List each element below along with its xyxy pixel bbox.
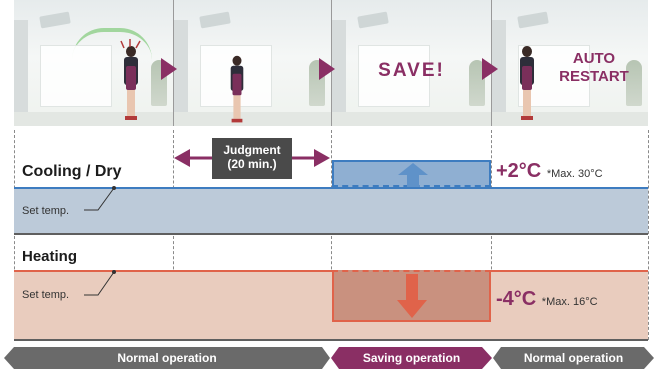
cooling-set-temp-label: Set temp.: [22, 205, 70, 217]
status-saving-label: Saving operation: [362, 351, 461, 365]
person-walking-icon: [229, 55, 245, 124]
wall: [332, 20, 346, 116]
status-normal-1: Normal operation: [4, 347, 330, 369]
flow-arrow-icon: [482, 58, 498, 80]
scene-panel-4: AUTO RESTART: [492, 0, 648, 126]
judgment-label: Judgment: [223, 143, 281, 157]
timeline-divider: [491, 130, 492, 340]
heating-delta: -4°C *Max. 16°C: [496, 288, 598, 311]
floor: [492, 112, 648, 126]
plant-icon: [626, 60, 642, 106]
wall: [492, 20, 506, 116]
set-temp-leader: [84, 186, 116, 211]
heating-max-note: *Max. 16°C: [541, 296, 598, 308]
status-normal-2-label: Normal operation: [523, 351, 624, 365]
arrow-up-icon: [398, 163, 428, 187]
scene-panel-3: SAVE!: [332, 0, 491, 126]
window: [40, 45, 112, 107]
air-conditioner-icon: [517, 11, 549, 29]
flow-arrow-icon: [319, 58, 335, 80]
judgment-box: Judgment (20 min.): [212, 138, 292, 179]
timeline-divider: [14, 130, 15, 340]
scene-panel-1: [14, 0, 173, 126]
save-text: SAVE!: [378, 60, 445, 81]
alert-marks-icon: [120, 39, 141, 49]
status-normal-2: Normal operation: [493, 347, 654, 369]
arrow-down-icon: [397, 274, 427, 318]
wall: [14, 20, 28, 116]
cooling-delta: +2°C *Max. 30°C: [496, 160, 603, 183]
set-temp-leader: [84, 270, 116, 296]
air-conditioner-icon: [39, 11, 71, 29]
auto-text: AUTO: [572, 50, 616, 67]
airflow-icon: [72, 28, 152, 60]
flow-arrow-icon: [161, 58, 177, 80]
floor: [174, 112, 331, 126]
cooling-title: Cooling / Dry: [22, 163, 122, 180]
heating-set-temp-label: Set temp.: [22, 289, 70, 301]
window: [358, 45, 430, 107]
heating-band: [14, 270, 648, 341]
restart-text: RESTART: [559, 68, 629, 85]
person-returning-icon: [518, 46, 536, 122]
status-normal-1-label: Normal operation: [117, 351, 217, 365]
air-conditioner-icon: [357, 11, 389, 29]
air-conditioner-icon: [199, 11, 231, 29]
floor: [14, 112, 173, 126]
heating-title: Heating: [22, 248, 78, 265]
cooling-band: [14, 187, 648, 235]
plant-icon: [469, 60, 485, 106]
scene-panel-2: [174, 0, 331, 126]
timeline-divider: [331, 130, 332, 340]
wall: [174, 20, 188, 116]
cooling-delta-value: +2°C: [496, 160, 542, 182]
person-leaving-icon: [122, 46, 140, 122]
floor: [332, 112, 491, 126]
heating-delta-value: -4°C: [496, 288, 537, 310]
status-saving: Saving operation: [331, 347, 492, 369]
auto-restart-text: AUTO RESTART: [540, 50, 648, 86]
timeline-divider: [648, 130, 649, 340]
judgment-duration: (20 min.): [227, 157, 277, 171]
cooling-max-note: *Max. 30°C: [546, 168, 603, 180]
timeline-divider: [173, 130, 174, 340]
